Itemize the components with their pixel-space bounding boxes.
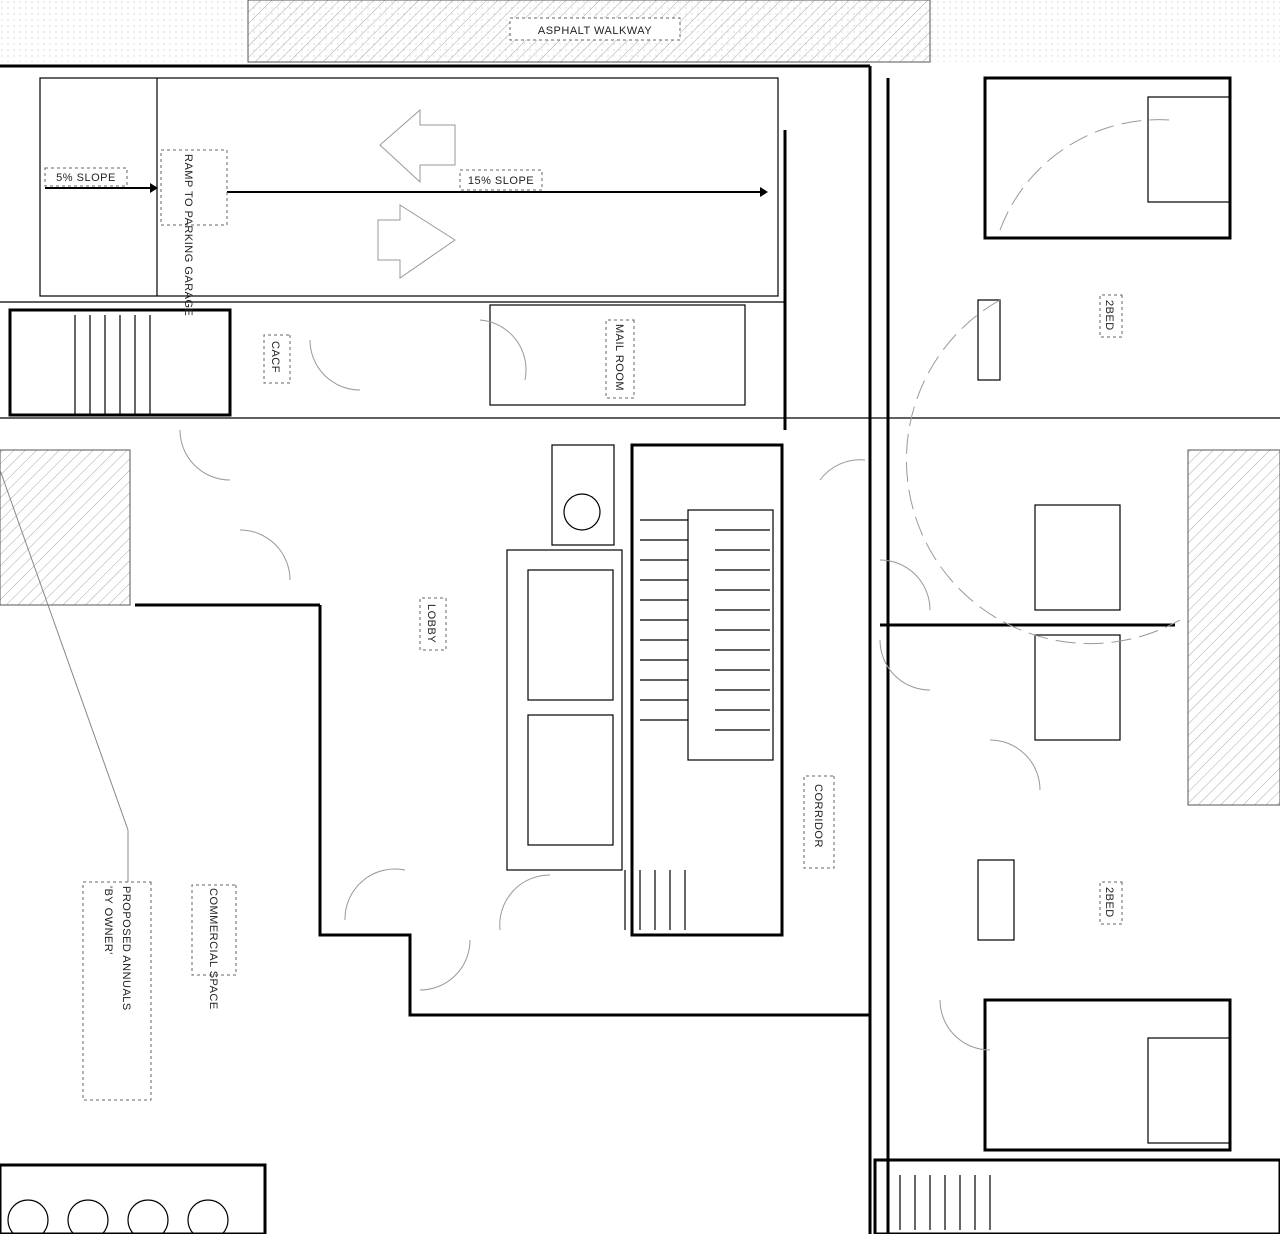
commercial-label: COMMERCIAL SPACE: [207, 888, 219, 1010]
bed-upper-label: 2BED: [1103, 300, 1115, 331]
label-ramp: RAMP TO PARKING GARAGE: [160, 149, 228, 316]
ramp-arrows: [45, 108, 768, 279]
annuals-label-1: PROPOSED ANNUALS: [120, 886, 132, 1011]
label-corridor: CORRIDOR: [803, 775, 835, 869]
planters: [7, 1199, 229, 1234]
cacf-label: CACF: [269, 341, 281, 373]
crosshatch-left: [0, 449, 131, 606]
slope-5-label: 5% SLOPE: [56, 172, 116, 184]
lobby-label: LOBBY: [425, 604, 437, 643]
label-walkway: ASPHALT WALKWAY: [509, 17, 681, 41]
label-cacf: CACF: [263, 334, 291, 384]
bed-lower-label: 2BED: [1103, 887, 1115, 918]
mailroom-label: MAIL ROOM: [613, 324, 625, 391]
slope-15-label: 15% SLOPE: [468, 175, 534, 187]
ramp-label: RAMP TO PARKING GARAGE: [182, 154, 194, 316]
door-swings: [179, 119, 1181, 1051]
label-2bed-upper: 2BED: [1099, 294, 1123, 338]
crosshatch-right: [1187, 449, 1280, 806]
label-2bed-lower: 2BED: [1099, 881, 1123, 925]
label-slope-5: 5% SLOPE: [44, 167, 128, 187]
label-slope-15: 15% SLOPE: [459, 169, 543, 191]
annuals-label-2: 'BY OWNER': [102, 886, 114, 955]
label-lobby: LOBBY: [419, 597, 447, 651]
label-annuals: PROPOSED ANNUALS 'BY OWNER': [82, 881, 152, 1101]
leader-line: [0, 469, 129, 831]
corridor-label: CORRIDOR: [812, 784, 824, 848]
label-mailroom: MAIL ROOM: [605, 319, 635, 399]
walkway-label: ASPHALT WALKWAY: [538, 25, 652, 37]
label-commercial: COMMERCIAL SPACE: [191, 884, 237, 1010]
stair-treads: [74, 315, 991, 1230]
